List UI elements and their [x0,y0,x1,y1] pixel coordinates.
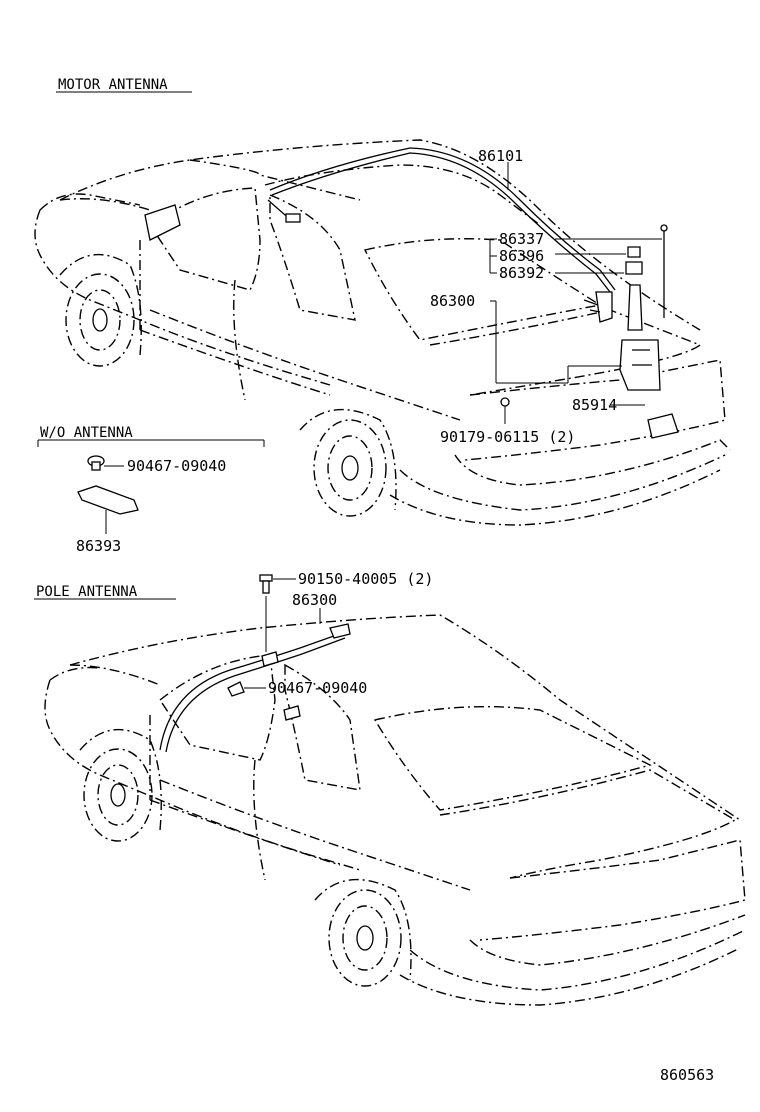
part-label-86396: 86396 [499,247,544,265]
motor-antenna-assembly [500,224,679,439]
part-label-86101: 86101 [478,147,523,165]
section-title-motor-antenna: MOTOR ANTENNA [58,77,168,93]
leader-lines-motor [489,162,662,424]
part-label-86300-motor: 86300 [430,292,475,310]
part-label-85914: 85914 [572,396,617,414]
car-top-outline [34,139,731,526]
clip-screw-90467-09040 [87,455,105,471]
part-label-86300-pole: 86300 [292,591,337,609]
part-label-90150-40005: 90150-40005 (2) [298,570,433,588]
part-label-90467-09040-pole: 90467-09040 [268,679,367,697]
antenna-cable-86101 [267,147,616,293]
part-label-86337: 86337 [499,230,544,248]
cover-plate-86393 [77,485,139,515]
part-label-86393: 86393 [76,537,121,555]
part-label-90467-09040-wo: 90467-09040 [127,457,226,475]
section-title-pole-antenna: POLE ANTENNA [36,584,138,600]
part-label-86392: 86392 [499,264,544,282]
section-title-wo-antenna: W/O ANTENNA [40,425,133,441]
pole-antenna-cable [159,623,351,753]
diagram-number: 860563 [660,1066,714,1084]
bolt-90150-40005 [259,574,273,594]
car-bottom-outline [44,614,746,1006]
part-label-90179-06115: 90179-06115 (2) [440,428,575,446]
